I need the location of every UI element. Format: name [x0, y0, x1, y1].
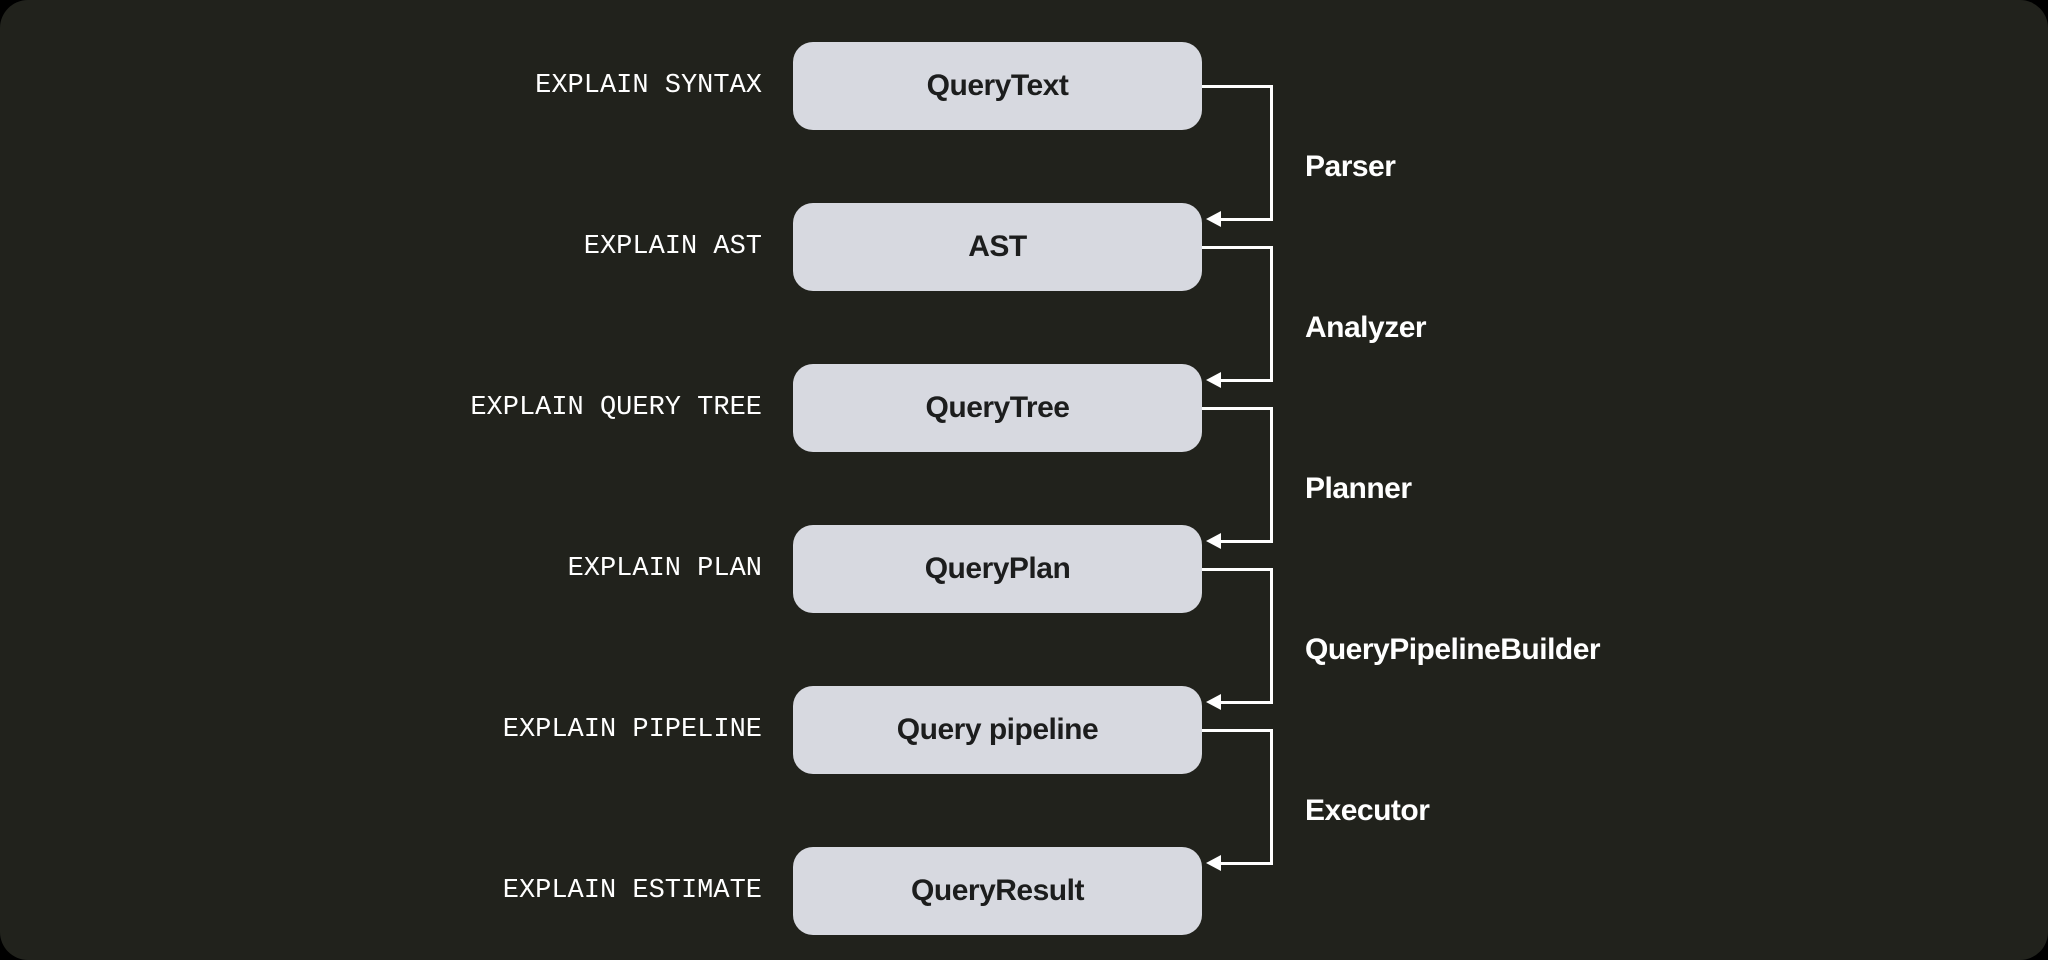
artifact-node-box: Query pipeline: [793, 686, 1202, 774]
explain-command-label: EXPLAIN ESTIMATE: [502, 876, 762, 906]
artifact-node-box: QueryPlan: [793, 525, 1202, 613]
arrow-left-icon: [1206, 694, 1221, 710]
arrow-left-icon: [1206, 211, 1221, 227]
connector-exit-line: [1202, 567, 1273, 571]
connector-exit-line: [1202, 728, 1273, 732]
connector-entry-line: [1219, 378, 1273, 382]
connector-entry-line: [1219, 217, 1273, 221]
artifact-node-box: QueryText: [793, 42, 1202, 130]
stage-name-label: Parser: [1305, 149, 1396, 183]
connector-rail-line: [1270, 84, 1273, 221]
connector-rail-line: [1270, 728, 1273, 865]
connector-rail-line: [1270, 567, 1273, 704]
artifact-node-label: QueryPlan: [924, 552, 1071, 585]
connector-entry-line: [1219, 700, 1273, 704]
artifact-node-label: QueryText: [926, 69, 1069, 102]
stage-name-label: QueryPipelineBuilder: [1305, 632, 1601, 666]
artifact-node-label: QueryResult: [911, 874, 1084, 907]
arrow-left-icon: [1206, 372, 1221, 388]
explain-command-label: EXPLAIN PIPELINE: [502, 715, 762, 745]
connector-entry-line: [1219, 861, 1273, 865]
explain-command-label: EXPLAIN AST: [583, 232, 762, 262]
stage-name-label: Executor: [1305, 793, 1430, 827]
explain-command-label: EXPLAIN PLAN: [567, 554, 762, 584]
arrow-left-icon: [1206, 533, 1221, 549]
artifact-node-label: Query pipeline: [896, 713, 1099, 746]
explain-command-label: EXPLAIN QUERY TREE: [470, 393, 762, 423]
artifact-node-label: QueryTree: [925, 391, 1070, 424]
stage-name-label: Planner: [1305, 471, 1412, 505]
connector-rail-line: [1270, 406, 1273, 543]
connector-exit-line: [1202, 406, 1273, 410]
artifact-node-box: QueryResult: [793, 847, 1202, 935]
connector-exit-line: [1202, 245, 1273, 249]
artifact-node-box: QueryTree: [793, 364, 1202, 452]
connector-entry-line: [1219, 539, 1273, 543]
connector-exit-line: [1202, 84, 1273, 88]
stage-name-label: Analyzer: [1305, 310, 1427, 344]
arrow-left-icon: [1206, 855, 1221, 871]
artifact-node-label: AST: [968, 230, 1027, 263]
artifact-node-box: AST: [793, 203, 1202, 291]
connector-rail-line: [1270, 245, 1273, 382]
explain-command-label: EXPLAIN SYNTAX: [535, 71, 762, 101]
